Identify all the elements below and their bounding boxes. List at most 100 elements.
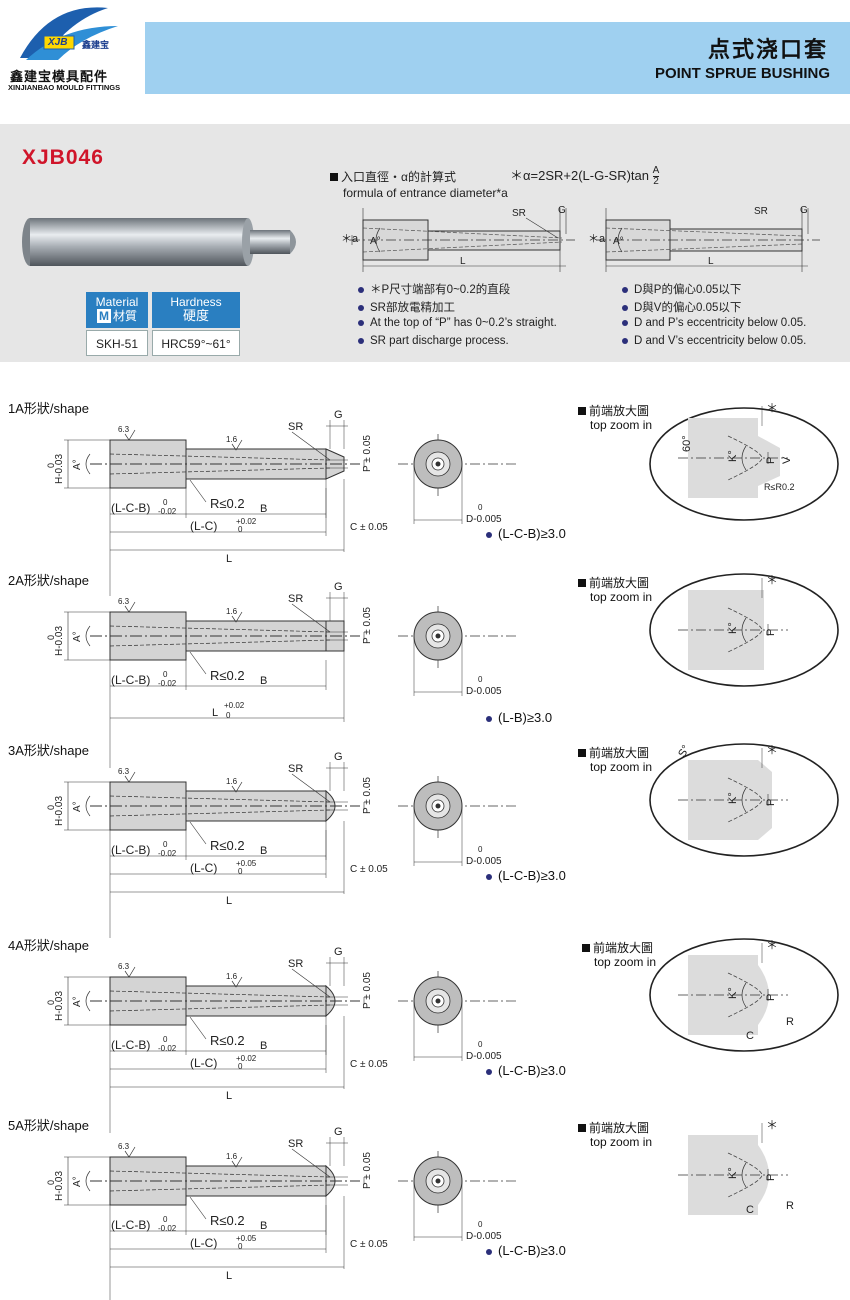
title-bar: 点式浇口套 POINT SPRUE BUSHING xyxy=(145,22,850,94)
zoom-label-cn: 前端放大圖 xyxy=(589,576,650,590)
zoom-label-en: top zoom in xyxy=(590,590,653,604)
g-label: G xyxy=(334,409,343,421)
l-dim: L xyxy=(226,553,232,565)
zoom-label-en: top zoom in xyxy=(590,760,653,774)
lcb-tol-bot: -0.02 xyxy=(158,849,177,858)
g-label: G xyxy=(334,581,343,593)
roughness-mark-1: 6.3 xyxy=(118,767,130,776)
c-dim: C ± 0.05 xyxy=(350,1239,388,1250)
formula-l-label: L xyxy=(460,256,466,267)
hardness-label-en: Hardness xyxy=(170,295,222,309)
zoom-view-3: K°P＊S° xyxy=(649,743,839,857)
formula-sr-label-right: SR xyxy=(754,206,768,217)
p-label: P xyxy=(765,1174,777,1181)
d-dim: D-0.005 xyxy=(466,856,502,867)
p-tol-label: P ± 0.05 xyxy=(362,777,373,814)
c-label: C xyxy=(746,1030,754,1042)
d-tol-top: 0 xyxy=(478,675,483,684)
roughness-mark-2: 1.6 xyxy=(226,972,238,981)
b-dim: B xyxy=(260,1220,267,1232)
condition-text: (L-C-B)≥3.0 xyxy=(498,868,566,883)
formula-g-label-right: G xyxy=(800,205,808,216)
notes-left: ＊P尺寸端部有0~0.2的直段 SR部放電精加工 At the top of “… xyxy=(358,281,557,353)
height-tol-top: 0 xyxy=(46,805,56,810)
b-dim: B xyxy=(260,1040,267,1052)
d-tol-top: 0 xyxy=(478,1040,483,1049)
page-title-cn: 点式浇口套 xyxy=(707,37,828,62)
b-dim: B xyxy=(260,503,267,515)
note-left-3: At the top of “P” has 0~0.2’s straight. xyxy=(370,317,557,329)
hardness-header: Hardness 硬度 xyxy=(152,292,240,328)
radius-label: R≤0.2 xyxy=(210,1213,245,1228)
end-view-1: 0D-0.005 xyxy=(398,434,518,525)
shape-label-4: 4A形狀/shape xyxy=(8,938,89,953)
zoom-label-cn: 前端放大圖 xyxy=(589,746,650,760)
angle-dim: A° xyxy=(72,459,83,470)
star-mark: ＊ xyxy=(766,743,778,757)
s-angle-label: S° xyxy=(676,743,692,759)
lc-tol-top: +0.02 xyxy=(236,517,257,526)
k-angle-label: K° xyxy=(727,1167,739,1179)
g-label: G xyxy=(334,1126,343,1138)
zoom-view-5: K°P＊RC xyxy=(678,1118,794,1216)
lcb-dim: (L-C-B) xyxy=(111,1038,150,1052)
l-tol-bot: 0 xyxy=(226,711,231,720)
condition-text: (L-B)≥3.0 xyxy=(498,710,553,725)
d-dim: D-0.005 xyxy=(466,1051,502,1062)
l-dim: L xyxy=(226,1270,232,1282)
c-dim: C ± 0.05 xyxy=(350,1059,388,1070)
p-label: P xyxy=(765,799,777,806)
c-dim: C ± 0.05 xyxy=(350,522,388,533)
lc-tol-top: +0.05 xyxy=(236,1234,257,1243)
logo-name-en: XINJIANBAO MOULD FITTINGS xyxy=(8,83,121,92)
l-tol-top: +0.02 xyxy=(224,701,245,710)
end-view-4: 0D-0.005 xyxy=(398,971,518,1062)
hardness-value: HRC59°~61° xyxy=(152,330,240,356)
radius-label: R≤0.2 xyxy=(210,838,245,853)
star-mark: ＊ xyxy=(766,401,778,415)
lcb-tol-top: 0 xyxy=(163,840,168,849)
p-tol-label: P ± 0.05 xyxy=(362,435,373,472)
lc-dim: (L-C) xyxy=(190,1236,217,1250)
sixty-degree-label: 60° xyxy=(681,435,693,452)
roughness-mark-1: 6.3 xyxy=(118,425,130,434)
lc-tol-bot: 0 xyxy=(238,525,243,534)
material-label-cn: 材質 xyxy=(112,309,137,323)
p-tol-label: P ± 0.05 xyxy=(362,1152,373,1189)
p-label: P xyxy=(765,457,777,464)
height-tol-top: 0 xyxy=(46,463,56,468)
roughness-mark-1: 6.3 xyxy=(118,597,130,606)
end-view-2: 0D-0.005 xyxy=(398,606,518,697)
c-dim: C ± 0.05 xyxy=(350,864,388,875)
formula-fraction-den: 2 xyxy=(653,176,659,188)
lc-dim: (L-C) xyxy=(190,861,217,875)
angle-dim: A° xyxy=(72,996,83,1007)
condition-5: (L-C-B)≥3.0 xyxy=(486,1243,566,1258)
lcb-tol-top: 0 xyxy=(163,498,168,507)
g-label: G xyxy=(334,751,343,763)
logo-name-cn: 鑫建宝模具配件 xyxy=(10,69,109,84)
note-right-1: D與P的偏心0.05以下 xyxy=(634,284,742,296)
formula-diagram: ＊a A° L SR G ＊a A° L SR G xyxy=(341,205,820,272)
lc-tol-bot: 0 xyxy=(238,867,243,876)
height-dim: H-0.03 xyxy=(54,796,65,826)
shape-label-2: 2A形狀/shape xyxy=(8,573,89,588)
b-dim: B xyxy=(260,845,267,857)
logo-icon xyxy=(20,7,118,60)
roughness-mark-1: 6.3 xyxy=(118,962,130,971)
end-view-3: 0D-0.005 xyxy=(398,776,518,867)
lcb-dim: (L-C-B) xyxy=(111,673,150,687)
lcb-tol-top: 0 xyxy=(163,1215,168,1224)
lc-tol-top: +0.02 xyxy=(236,1054,257,1063)
roughness-mark-2: 1.6 xyxy=(226,435,238,444)
lc-tol-bot: 0 xyxy=(238,1242,243,1251)
lcb-dim: (L-C-B) xyxy=(111,843,150,857)
sr-label: SR xyxy=(288,958,303,970)
